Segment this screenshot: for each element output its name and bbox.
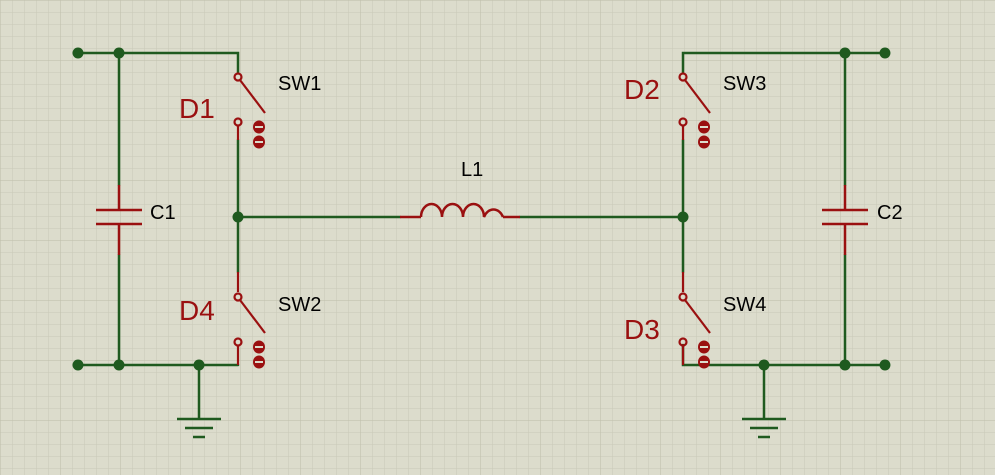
- junction-right-mid: [677, 211, 689, 223]
- capacitor-c1[interactable]: [96, 185, 142, 255]
- switch-sw2[interactable]: [233, 272, 266, 369]
- switch-sw1-label: SW1: [278, 73, 321, 95]
- ground-icon[interactable]: [742, 417, 786, 439]
- terminal-left-top[interactable]: [72, 47, 84, 59]
- terminal-right-top[interactable]: [879, 47, 891, 59]
- switch-sw1-pins: [253, 120, 265, 149]
- switch-sw1[interactable]: [233, 72, 266, 149]
- switch-sw3-label: SW3: [723, 73, 766, 95]
- switch-sw2-label: SW2: [278, 294, 321, 316]
- diode-d4-label: D4: [179, 295, 215, 326]
- ground-icon[interactable]: [177, 417, 221, 439]
- diode-d3-label: D3: [624, 314, 660, 345]
- capacitor-c1-label: C1: [150, 202, 176, 224]
- switch-sw3[interactable]: [678, 72, 711, 149]
- switch-sw4-pins: [698, 340, 710, 369]
- junction-ground-left: [193, 359, 205, 371]
- capacitor-c2[interactable]: [822, 185, 868, 255]
- wire-right-top-rail[interactable]: [681, 51, 887, 74]
- inductor-l1-label: L1: [461, 159, 483, 181]
- capacitor-c2-label: C2: [877, 202, 903, 224]
- junction-c2-bottom: [839, 359, 851, 371]
- switch-sw3-pins: [698, 120, 710, 149]
- junction-c1-bottom: [113, 359, 125, 371]
- junctions: [72, 47, 891, 371]
- terminal-left-bottom[interactable]: [72, 359, 84, 371]
- switch-sw4-label: SW4: [723, 294, 766, 316]
- switch-sw2-pins: [253, 340, 265, 369]
- junction-c2-top: [839, 47, 851, 59]
- junction-ground-right: [758, 359, 770, 371]
- junction-left-mid: [232, 211, 244, 223]
- diode-d2-label: D2: [624, 74, 660, 105]
- wire-left-top-rail[interactable]: [76, 51, 240, 74]
- junction-c1-top: [113, 47, 125, 59]
- terminal-right-bottom[interactable]: [879, 359, 891, 371]
- inductor-l1[interactable]: [400, 202, 520, 219]
- switch-sw4[interactable]: [678, 272, 711, 369]
- diode-d1-label: D1: [179, 93, 215, 124]
